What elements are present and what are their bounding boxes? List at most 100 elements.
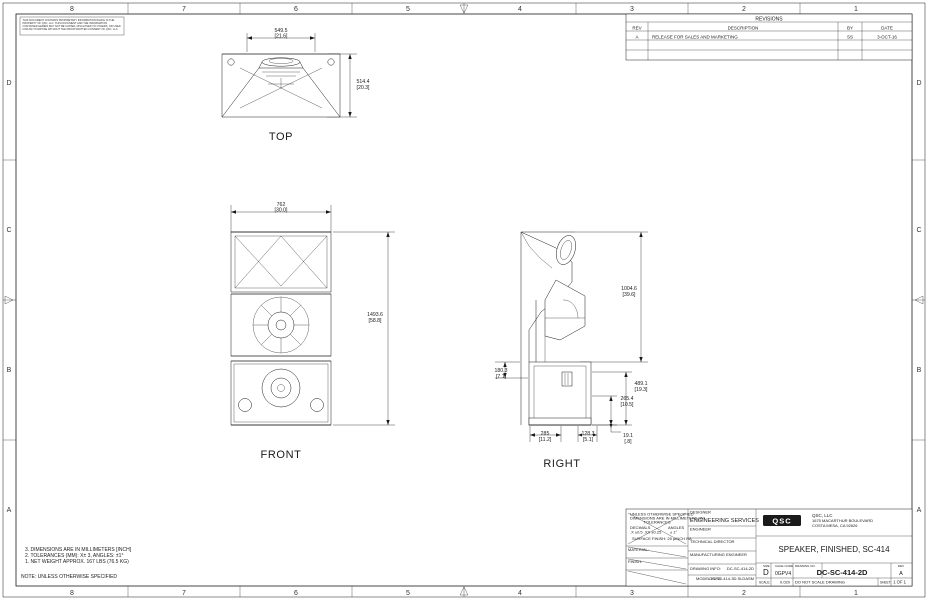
dimension-base-b-mm: 128.3 (582, 431, 595, 437)
dimension-right-base-mm: 265.4 (621, 396, 634, 402)
title-block-spec-panel: UNLESS OTHERWISE SPECIFIED DIMENSIONS AR… (626, 512, 705, 585)
dimension-front-width (230, 205, 332, 232)
dimension-right-base (592, 395, 617, 426)
zone-bottom-5: 5 (406, 590, 410, 597)
dimension-top-depth-mm: 514.4 (357, 79, 370, 85)
revisions-header-rev: REV (632, 26, 641, 31)
spec-line-4a: DECIMALS (630, 525, 651, 530)
dimension-right-lip-mm: 180.3 (495, 368, 508, 374)
front-view-geometry (230, 231, 332, 426)
model-info-value: DC-SC-414-3D.SLDASM (709, 576, 754, 581)
drawing-title: SPEAKER, FINISHED, SC-414 (778, 545, 890, 554)
approval-role-manufacturing-engineer: MANUFACTURING ENGINEER (690, 552, 747, 557)
revision-date: 3-OCT-16 (877, 35, 897, 40)
dimension-base-a-in: [11.2] (539, 437, 552, 443)
notes-footer: NOTE: UNLESS OTHERWISE SPECIFIED (21, 574, 117, 580)
company-address-2: COSTA MESA, CA 92626 (812, 523, 858, 528)
revisions-header-desc: DESCRIPTION (728, 26, 759, 31)
finish-label: FINISH: (628, 559, 642, 564)
zone-left-B: B (7, 367, 12, 374)
right-view-geometry (520, 231, 592, 426)
title-block: UNLESS OTHERWISE SPECIFIED DIMENSIONS AR… (625, 508, 913, 587)
revision-desc: RELEASE FOR SALES AND MARKETING (652, 35, 738, 40)
view-top: 549.5 [21.6] 514.4 [20.3] (221, 28, 370, 143)
approval-role-technical-director: TECHNICAL DIRECTOR (690, 539, 735, 544)
sheet-inner-border (15, 13, 913, 587)
zone-right-B: B (917, 367, 922, 374)
view-label-right: RIGHT (543, 458, 580, 470)
size-value: D (763, 568, 769, 577)
zone-bottom-4: 4 (518, 590, 522, 597)
zone-tick-marks (3, 3, 925, 597)
zone-right-C: C (916, 227, 921, 234)
qsc-logo-text: QSC (772, 517, 791, 526)
dimension-right-height-mm: 1004.6 (621, 286, 637, 292)
sheet-label: SHEET: (880, 581, 891, 585)
drawing-no-value: DC-SC-414-2D (817, 568, 868, 577)
revision-rev: A (635, 35, 638, 40)
dimension-front-width-in: [30.0] (275, 208, 289, 214)
dimension-front-width-mm: 762 (277, 202, 286, 208)
view-right: 1004.6 [39.6] 180.3 [7.1] 489.1 [19.3] (495, 231, 648, 470)
qsc-logo-icon: QSC (763, 515, 801, 526)
zone-bottom-3: 3 (630, 590, 634, 597)
zone-right-D: D (916, 80, 921, 87)
spec-line-6: SURFACE FINISH: 25 µINCH RA (632, 536, 692, 541)
top-view-geometry (221, 53, 341, 118)
zone-right-A: A (917, 507, 922, 514)
dimension-right-height-in: [39.6] (623, 292, 637, 298)
zone-top-7: 7 (182, 6, 186, 13)
dimension-right-base-in: [10.5] (621, 402, 635, 408)
spec-line-4b: ANGLES (668, 525, 685, 530)
zone-top-6: 6 (294, 6, 298, 13)
sheet-value: 1 OF 1 (893, 580, 906, 585)
title-block-identity: QSC QSC, LLC 1675 MACARTHUR BOULEVARD CO… (756, 513, 912, 586)
dimension-front-height (333, 231, 395, 426)
zone-top-5: 5 (406, 6, 410, 13)
drawing-no-label: DRAWING NO. (795, 564, 816, 568)
dimension-top-width (246, 33, 316, 52)
title-block-approvals: DESIGNER ENGINEERING SERVICES ENGINEER T… (688, 510, 759, 581)
dimension-right-lip (495, 361, 528, 379)
zone-left-D: D (6, 80, 11, 87)
spec-line-2: DIMENSIONS ARE IN MILLIMETERS [IN] (630, 516, 705, 521)
scale-label: SCALE: (759, 581, 770, 585)
zone-bottom-2: 2 (742, 590, 746, 597)
dimension-base-a (529, 426, 562, 442)
zone-left-A: A (7, 507, 12, 514)
zone-labels-bottom: 8 7 6 5 4 3 2 1 (70, 590, 858, 597)
scale-note: DO NOT SCALE DRAWING (795, 580, 845, 585)
model-info-label: MODEL INFO: (696, 576, 722, 581)
center-marks (4, 4, 924, 596)
spec-line-5a: .X ±0.5 .XX ±0.25 (630, 530, 662, 535)
note-line-2: 2. TOLERANCES (MM): X± 3, ANGLES: ±1° (25, 553, 123, 559)
dimension-base-a-mm: 285 (541, 431, 550, 437)
revisions-header-by: BY (847, 26, 853, 31)
zone-top-1: 1 (854, 6, 858, 13)
zone-left-C: C (6, 227, 11, 234)
company-name: QSC, LLC (812, 513, 833, 518)
zone-labels-top: 8 7 6 5 4 3 2 1 (70, 6, 858, 13)
spec-line-3: TOLERANCES (643, 520, 670, 525)
revisions-table: REVISIONS REV DESCRIPTION BY DATE A RELE… (625, 13, 913, 61)
revisions-header-date: DATE (881, 26, 893, 31)
drawing-info-value: DC-SC-414-2D (727, 566, 754, 571)
dimension-front-height-in: [58.8] (369, 318, 383, 324)
zone-bottom-6: 6 (294, 590, 298, 597)
zone-bottom-8: 8 (70, 590, 74, 597)
note-line-3: 3. DIMENSIONS ARE IN MILLIMETERS [INCH] (25, 547, 132, 553)
zone-labels-right: D C B A (916, 80, 921, 514)
scale-value: 0.020 (780, 580, 791, 585)
rev-label: REV (898, 564, 904, 568)
approval-value-designer: ENGINEERING SERVICES (690, 518, 759, 524)
zone-top-4: 4 (518, 6, 522, 13)
zone-bottom-7: 7 (182, 590, 186, 597)
zone-top-8: 8 (70, 6, 74, 13)
rev-value: A (899, 571, 903, 577)
dimension-top-width-in: [21.6] (275, 34, 289, 40)
spec-line-1: UNLESS OTHERWISE SPECIFIED (630, 512, 694, 517)
dimension-top-width-mm: 549.5 (275, 28, 288, 34)
view-label-front: FRONT (261, 449, 302, 461)
